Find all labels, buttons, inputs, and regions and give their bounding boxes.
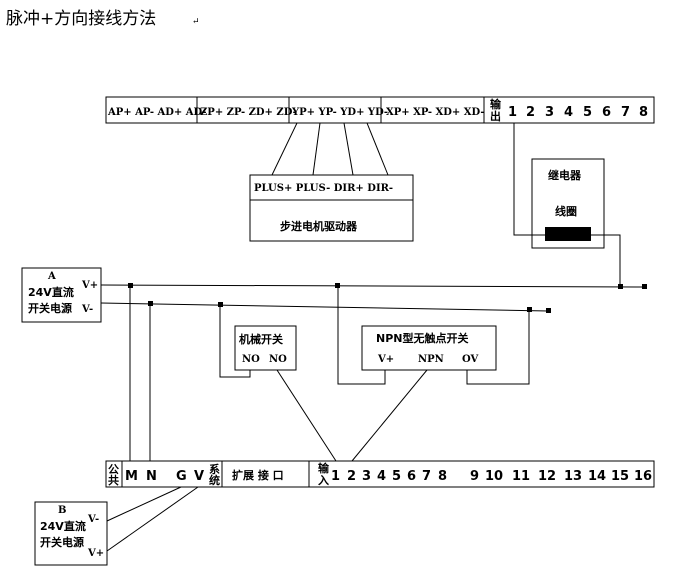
power-supply-b-vminus: V- — [87, 514, 99, 525]
power-supply-a: A 24V直流 开关电源 V+ V- — [21, 267, 102, 323]
input-terminal-9: 9 — [470, 469, 479, 484]
npn-switch: NPN型无触点开关 V+ NPN OV — [361, 325, 497, 371]
output-label-bottom: 出 — [490, 109, 501, 123]
input-terminal-7: 7 — [422, 469, 431, 484]
input-sys-bottom: 统 — [209, 473, 220, 487]
vminus-bus — [100, 302, 549, 312]
input-expand-port: 扩展 接 口 — [232, 468, 284, 482]
input-common-bottom: 共 — [108, 473, 119, 487]
power-supply-b: B 24V直流 开关电源 V- V+ — [34, 501, 108, 566]
output-terminal-2: 2 — [526, 105, 535, 120]
relay: 继电器 线圈 — [531, 158, 605, 249]
power-supply-a-line1: 24V直流 — [28, 285, 74, 299]
output-module: AP+ AP- AD+ AD- ZP+ ZP- ZD+ ZD- YP+ YP- … — [105, 96, 655, 124]
npn-switch-npn: NPN — [418, 354, 444, 365]
input-terminal-6: 6 — [407, 469, 416, 484]
power-supply-a-line2: 开关电源 — [28, 301, 72, 315]
power-supply-a-frame — [21, 267, 102, 323]
npn-switch-name: NPN型无触点开关 — [376, 331, 468, 345]
input-terminal-n: N — [146, 469, 157, 484]
output-terminal-7: 7 — [621, 105, 630, 120]
power-supply-b-frame — [34, 501, 108, 566]
input-terminal-m: M — [125, 469, 138, 484]
relay-coil-icon — [545, 227, 591, 241]
input-terminal-12: 12 — [538, 469, 556, 484]
output-terminal-8: 8 — [639, 105, 648, 120]
power-supply-b-vplus: V+ — [87, 548, 104, 559]
input-terminal-v: V — [194, 469, 204, 484]
input-terminal-15: 15 — [611, 469, 629, 484]
vplus-bus — [100, 284, 648, 288]
mechanical-switch-t2: NO — [269, 354, 287, 365]
input-terminal-3: 3 — [362, 469, 371, 484]
power-supply-a-vminus: V- — [81, 304, 93, 315]
output-terminal-6: 6 — [602, 105, 611, 120]
stepper-driver-name: 步进电机驱动器 — [280, 219, 358, 233]
input-terminal-1: 1 — [331, 469, 340, 484]
stepper-driver-terminals: PLUS+ PLUS- DIR+ DIR- — [254, 183, 393, 194]
input-terminal-11: 11 — [512, 469, 530, 484]
output-group-z: ZP+ ZP- ZD+ ZD- — [200, 107, 297, 118]
input-label-top: 输 — [318, 461, 330, 475]
input-terminal-14: 14 — [588, 469, 606, 484]
stepper-driver-frame — [249, 174, 414, 242]
power-supply-b-line1: 24V直流 — [40, 519, 86, 533]
power-supply-a-vplus: V+ — [81, 280, 98, 291]
return-mark: ↵ — [192, 17, 200, 27]
output-terminal-1: 1 — [508, 105, 517, 120]
page-title: 脉冲+方向接线方法 — [6, 9, 156, 29]
mechanical-switch-t1: NO — [242, 354, 260, 365]
input-terminal-4: 4 — [377, 469, 386, 484]
input-terminal-5: 5 — [392, 469, 401, 484]
output-terminal-4: 4 — [564, 105, 573, 120]
output-terminal-3: 3 — [545, 105, 554, 120]
npn-switch-ov: OV — [462, 354, 479, 365]
mechanical-switch: 机械开关 NO NO — [234, 325, 297, 371]
input-terminal-2: 2 — [347, 469, 356, 484]
input-label-bottom: 入 — [318, 474, 329, 487]
output-label-top: 输 — [490, 97, 502, 111]
input-terminal-13: 13 — [564, 469, 582, 484]
output-group-y: YP+ YP- YD+ YD- — [291, 107, 388, 118]
power-supply-a-id: A — [47, 271, 56, 282]
input-terminal-10: 10 — [485, 469, 503, 484]
relay-coil-label: 线圈 — [555, 204, 577, 218]
output-group-x: XP+ XP- XD+ XD- — [386, 107, 485, 118]
input-terminal-g: G — [176, 469, 187, 484]
input-module-frame — [105, 460, 655, 488]
relay-name: 继电器 — [548, 168, 582, 182]
output-group-a: AP+ AP- AD+ AD- — [107, 107, 207, 118]
input-terminal-16: 16 — [634, 469, 652, 484]
power-supply-b-line2: 开关电源 — [40, 535, 84, 549]
mechanical-switch-frame — [234, 325, 297, 371]
npn-switch-vplus: V+ — [377, 354, 394, 365]
input-module: 公 共 M N G V 系 统 扩展 接 口 输 入 1 2 3 4 5 6 7… — [105, 460, 655, 488]
input-sys-top: 系 — [209, 462, 220, 476]
mechanical-switch-name: 机械开关 — [239, 332, 283, 346]
output-terminal-5: 5 — [583, 105, 592, 120]
input-common-top: 公 — [108, 463, 119, 476]
input-terminal-8: 8 — [438, 469, 447, 484]
power-supply-b-id: B — [58, 505, 66, 516]
stepper-driver: PLUS+ PLUS- DIR+ DIR- 步进电机驱动器 — [249, 174, 414, 242]
npn-switch-frame — [361, 325, 497, 371]
